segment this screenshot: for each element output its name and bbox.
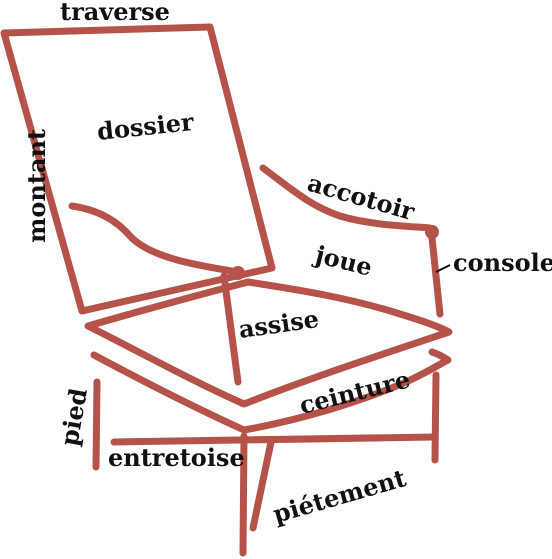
seat-rail [90,348,452,434]
front-left-leg [92,378,101,471]
armrest [259,164,434,232]
console-leader [435,264,451,273]
label-assise: assise [237,304,321,344]
label-entretoise: entretoise [108,443,245,472]
rear-diagonal-leg [249,438,275,532]
label-montant: montant [22,129,51,243]
label-pietement: piétement [270,463,409,529]
backrest-curve [68,202,242,276]
rear-post [220,272,242,386]
armrest-knob [425,225,439,239]
label-pied: pied [54,386,93,448]
stretcher [110,433,438,446]
front-right-leg [431,371,440,464]
label-joue: joue [311,239,376,282]
label-traverse: traverse [60,0,170,26]
seat-frame [84,278,453,408]
backrest-curve-knob [231,266,245,280]
rear-center-leg [239,432,248,557]
label-accotoir: accotoir [304,168,418,226]
label-console: console [453,248,552,277]
arm-support [428,234,444,318]
backrest-frame [0,23,276,315]
label-dossier: dossier [96,107,196,146]
label-ceinture: ceinture [296,364,413,419]
